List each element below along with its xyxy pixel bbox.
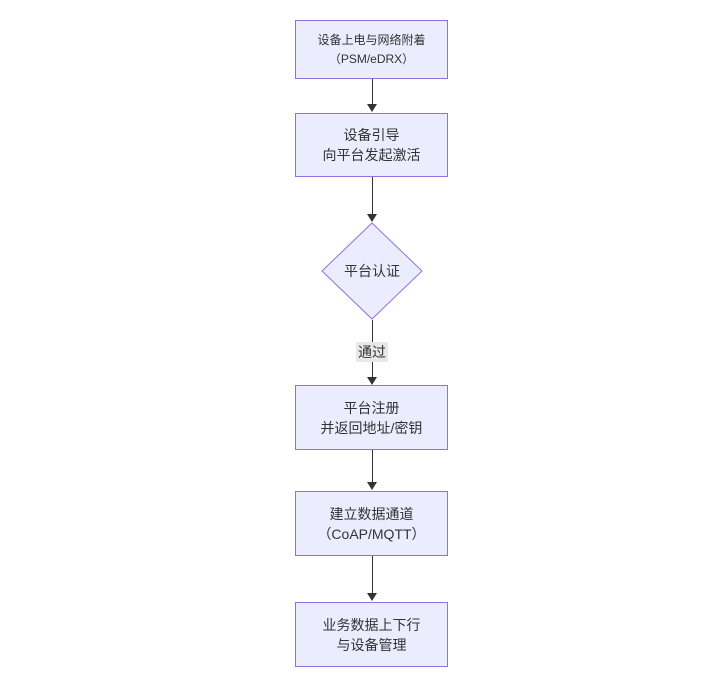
node-power-attach-line2: （PSM/eDRX） — [328, 51, 415, 66]
decision-platform-auth-label: 平台认证 — [344, 263, 400, 279]
arrow-down-icon — [367, 482, 377, 490]
node-bootstrap-line2: 向平台发起激活 — [322, 147, 421, 163]
flow-edge-line — [372, 450, 373, 483]
node-data-channel: 建立数据通道 （CoAP/MQTT） — [295, 491, 448, 556]
node-data-channel-line1: 建立数据通道 — [329, 505, 414, 522]
node-business-data-line1: 业务数据上下行 — [322, 616, 421, 633]
node-power-attach: 设备上电与网络附着 （PSM/eDRX） — [295, 20, 448, 79]
node-data-channel-line2: （CoAP/MQTT） — [317, 525, 426, 542]
node-register-line2: 并返回地址/密钥 — [320, 419, 423, 436]
node-business-data: 业务数据上下行 与设备管理 — [295, 602, 448, 667]
flow-edge-line — [372, 556, 373, 594]
node-bootstrap-line1: 设备引导 — [343, 127, 400, 143]
node-bootstrap: 设备引导 向平台发起激活 — [295, 113, 448, 177]
arrow-down-icon — [367, 377, 377, 385]
arrow-down-icon — [367, 104, 377, 112]
edge-label-pass: 通过 — [356, 342, 388, 362]
flow-edge-line — [372, 177, 373, 215]
node-power-attach-line1: 设备上电与网络附着 — [317, 32, 426, 47]
flow-edge-line — [372, 79, 373, 105]
arrow-down-icon — [367, 214, 377, 222]
diamond-shape — [321, 222, 423, 320]
arrow-down-icon — [367, 593, 377, 601]
node-business-data-line2: 与设备管理 — [336, 636, 407, 653]
node-register: 平台注册 并返回地址/密钥 — [295, 385, 448, 450]
node-register-line1: 平台注册 — [343, 399, 400, 416]
decision-platform-auth: 平台认证 — [321, 222, 423, 320]
